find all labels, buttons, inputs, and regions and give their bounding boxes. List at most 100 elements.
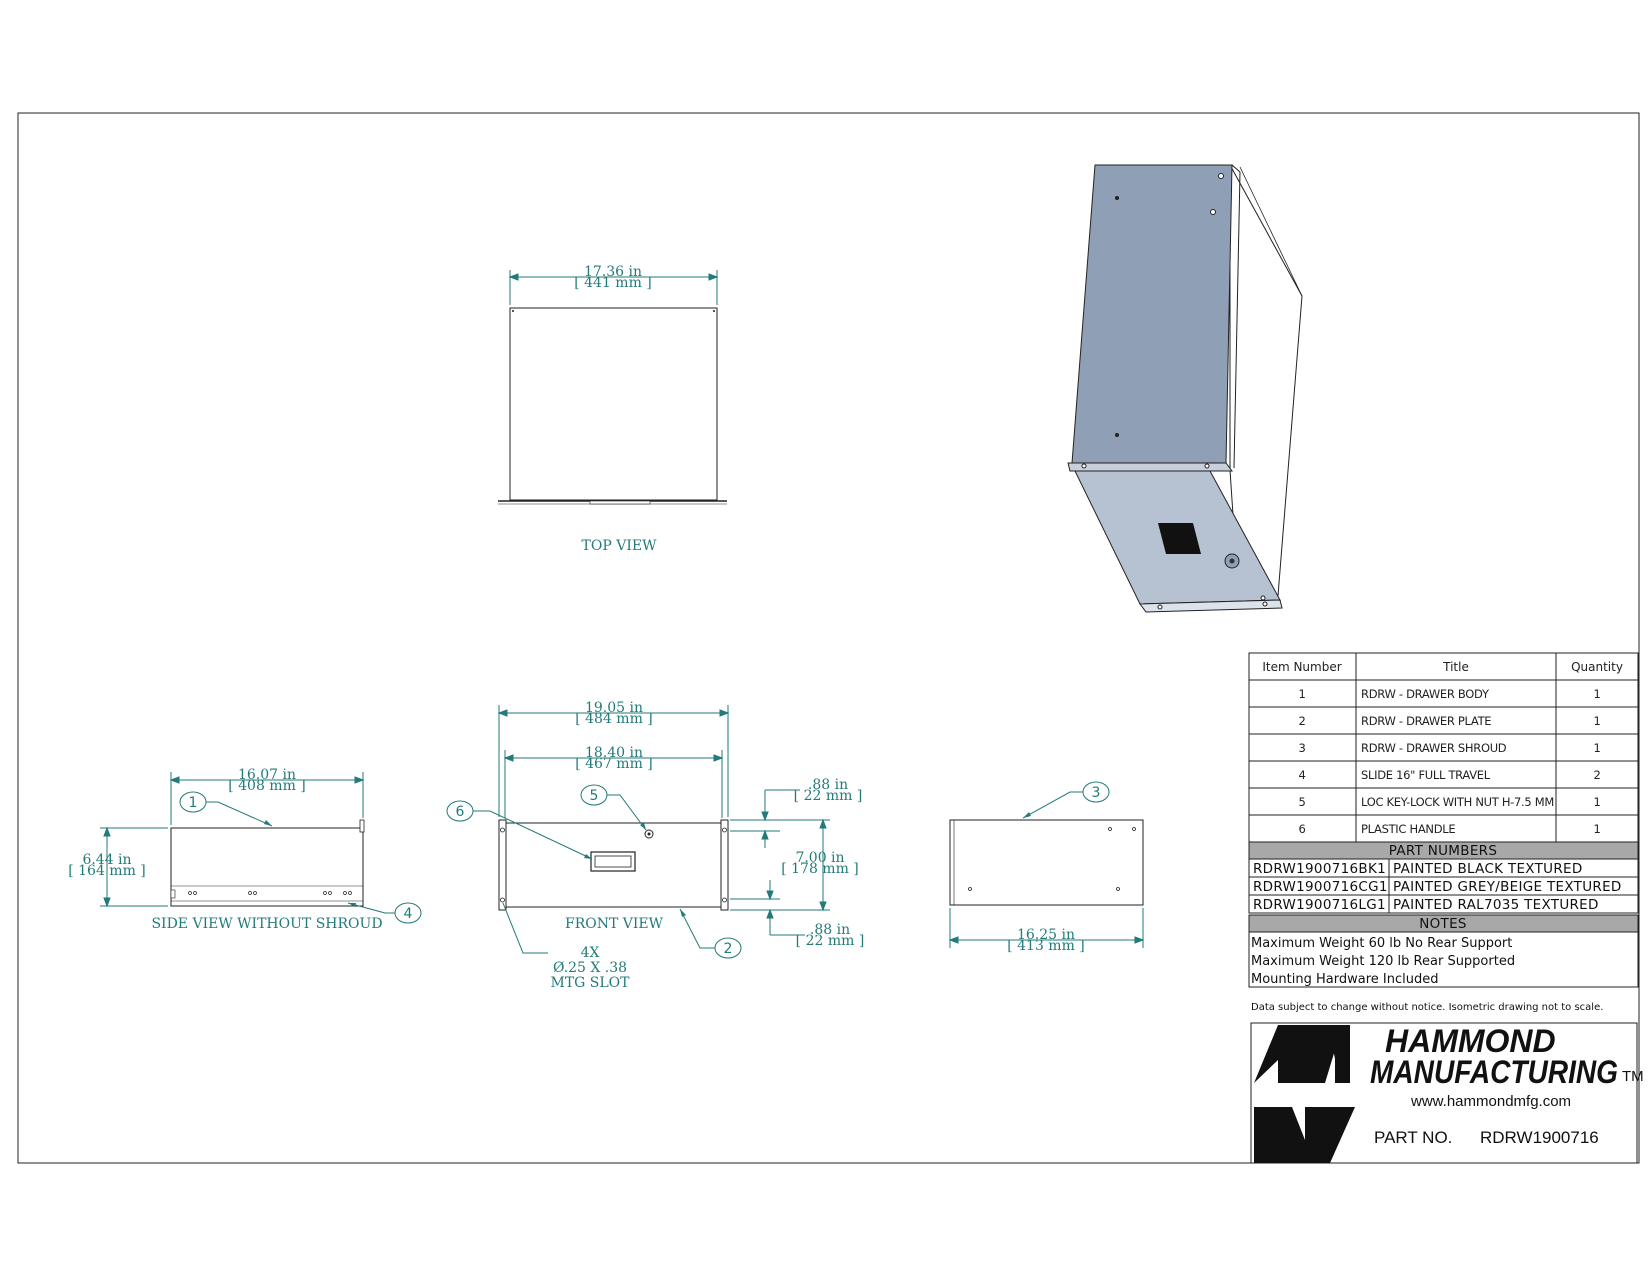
bom-row-item: 6 xyxy=(1298,822,1305,836)
bom-row-qty: 1 xyxy=(1593,741,1600,755)
balloon-3: 3 xyxy=(1022,781,1110,819)
part-number-desc: PAINTED GREY/BEIGE TEXTURED xyxy=(1393,879,1622,895)
side-view-label: SIDE VIEW WITHOUT SHROUD xyxy=(151,916,382,932)
svg-text:5: 5 xyxy=(590,788,599,804)
svg-text:4: 4 xyxy=(404,906,413,922)
part-number-code: RDRW1900716CG1 xyxy=(1253,879,1388,895)
shroud-depth-mm: [ 413 mm ] xyxy=(1007,938,1085,954)
bom-row-qty: 2 xyxy=(1593,768,1600,782)
side-height-mm: [ 164 mm ] xyxy=(68,863,146,879)
bom-row-title: RDRW - DRAWER SHROUD xyxy=(1361,741,1507,755)
shroud-depth-in: 16.25 in xyxy=(1017,927,1075,943)
bom-row-title: SLIDE 16" FULL TRAVEL xyxy=(1361,768,1491,782)
shroud-outline xyxy=(949,819,1144,906)
isometric-view xyxy=(1067,164,1303,613)
note-line: Mounting Hardware Included xyxy=(1251,972,1438,987)
top-view-outline xyxy=(509,307,718,501)
side-depth-in: 16.07 in xyxy=(238,767,296,783)
side-height-in: 6.44 in xyxy=(82,852,131,868)
front-height-in: 7.00 in xyxy=(795,850,844,866)
front-view: 19.05 in [ 484 mm ] 18.40 in [ 467 mm ] xyxy=(446,700,865,991)
front-bottom-offset-mm: [ 22 mm ] xyxy=(796,933,865,949)
bom-row-item: 5 xyxy=(1298,795,1305,809)
mtg-slot-count: 4X xyxy=(581,945,600,961)
disclaimer: Data subject to change without notice. I… xyxy=(1251,1002,1603,1013)
iso-handle xyxy=(1158,523,1201,554)
side-view-outline xyxy=(170,827,364,907)
part-number-desc: PAINTED RAL7035 TEXTURED xyxy=(1393,897,1599,913)
svg-text:6: 6 xyxy=(456,804,465,820)
bom-header-qty: Quantity xyxy=(1571,660,1623,674)
part-number-desc: PAINTED BLACK TEXTURED xyxy=(1393,861,1583,877)
bom-row-title: LOC KEY-LOCK WITH NUT H-7.5 MM xyxy=(1361,795,1554,809)
front-inner-in: 18.40 in xyxy=(585,745,643,761)
svg-text:3: 3 xyxy=(1092,785,1101,801)
balloon-5: 5 xyxy=(580,784,647,831)
bom-table: Item Number Title Quantity 1 RDRW - DRAW… xyxy=(1248,652,1639,843)
front-top-offset-in: .88 in xyxy=(808,777,848,793)
title-block: HAMMOND MANUFACTURING TM www.hammondmfg.… xyxy=(1250,1022,1644,1164)
part-number-code: RDRW1900716BK1 xyxy=(1253,861,1386,877)
brand-name-line1: HAMMOND xyxy=(1385,1023,1556,1059)
hammond-logo xyxy=(1254,1025,1355,1163)
front-top-offset-mm: [ 22 mm ] xyxy=(794,788,863,804)
trademark: TM xyxy=(1622,1068,1644,1085)
bom-header-title: Title xyxy=(1442,660,1469,674)
bom-header-item: Item Number xyxy=(1262,660,1341,674)
note-line: Maximum Weight 120 lb Rear Supported xyxy=(1251,954,1515,969)
part-numbers-header: PART NUMBERS xyxy=(1389,843,1497,859)
front-overall-mm: [ 484 mm ] xyxy=(575,711,653,727)
top-view-label: TOP VIEW xyxy=(582,538,658,554)
left-rack-ear xyxy=(498,819,507,911)
balloon-4: 4 xyxy=(347,902,422,924)
top-width-in: 17.36 in xyxy=(584,264,642,280)
bom-row-item: 3 xyxy=(1298,741,1305,755)
side-depth-mm: [ 408 mm ] xyxy=(228,778,306,794)
top-width-mm: [ 441 mm ] xyxy=(574,275,652,291)
front-inner-dimension xyxy=(503,750,724,818)
front-height-dimension xyxy=(730,789,830,936)
bom-row-item: 1 xyxy=(1298,687,1305,701)
bom-row-item: 2 xyxy=(1298,714,1305,728)
sheet-border xyxy=(17,112,1640,1164)
svg-text:1: 1 xyxy=(189,795,198,811)
bom-row-qty: 1 xyxy=(1593,687,1600,701)
bom-row-qty: 1 xyxy=(1593,795,1600,809)
front-overall-dimension xyxy=(497,705,730,817)
balloon-6: 6 xyxy=(446,800,593,860)
bom-row-item: 4 xyxy=(1298,768,1305,782)
brand-name-line2: MANUFACTURING xyxy=(1370,1054,1618,1090)
bom-row-qty: 1 xyxy=(1593,822,1600,836)
side-depth-dimension xyxy=(169,772,365,825)
top-width-dimension xyxy=(508,270,719,305)
bom-row-qty: 1 xyxy=(1593,714,1600,728)
part-number-code: RDRW1900716LG1 xyxy=(1253,897,1386,913)
front-inner-mm: [ 467 mm ] xyxy=(575,756,653,772)
front-overall-in: 19.05 in xyxy=(585,700,643,716)
balloon-1: 1 xyxy=(179,791,273,827)
website: www.hammondmfg.com xyxy=(1410,1093,1571,1110)
front-view-label: FRONT VIEW xyxy=(565,916,664,932)
mtg-slot-size: Ø.25 X .38 xyxy=(553,960,627,976)
iso-top-face xyxy=(1071,164,1233,464)
shroud-depth-dimension xyxy=(948,908,1145,948)
mtg-slot-leader xyxy=(502,902,548,954)
shroud-view: 3 16.25 in [ 413 mm ] xyxy=(948,781,1145,954)
notes-header: NOTES xyxy=(1419,916,1467,932)
svg-text:2: 2 xyxy=(724,941,733,957)
right-rack-ear xyxy=(720,819,729,911)
part-no-label: PART NO. xyxy=(1374,1128,1452,1147)
side-height-dimension xyxy=(100,826,168,908)
part-numbers-table: PART NUMBERS RDRW1900716BK1 PAINTED BLAC… xyxy=(1248,841,1639,914)
balloon-2: 2 xyxy=(679,908,742,959)
notes-block: NOTES Maximum Weight 60 lb No Rear Suppo… xyxy=(1248,914,1639,988)
mtg-slot-label: MTG SLOT xyxy=(550,975,630,991)
part-no-value: RDRW1900716 xyxy=(1480,1128,1599,1147)
note-line: Maximum Weight 60 lb No Rear Support xyxy=(1251,936,1512,951)
top-view: 17.36 in [ 441 mm ] TOP VIEW xyxy=(498,264,727,554)
front-height-mm: [ 178 mm ] xyxy=(781,861,859,877)
bom-row-title: PLASTIC HANDLE xyxy=(1361,822,1455,836)
bom-row-title: RDRW - DRAWER PLATE xyxy=(1361,714,1491,728)
bom-row-title: RDRW - DRAWER BODY xyxy=(1361,687,1490,701)
